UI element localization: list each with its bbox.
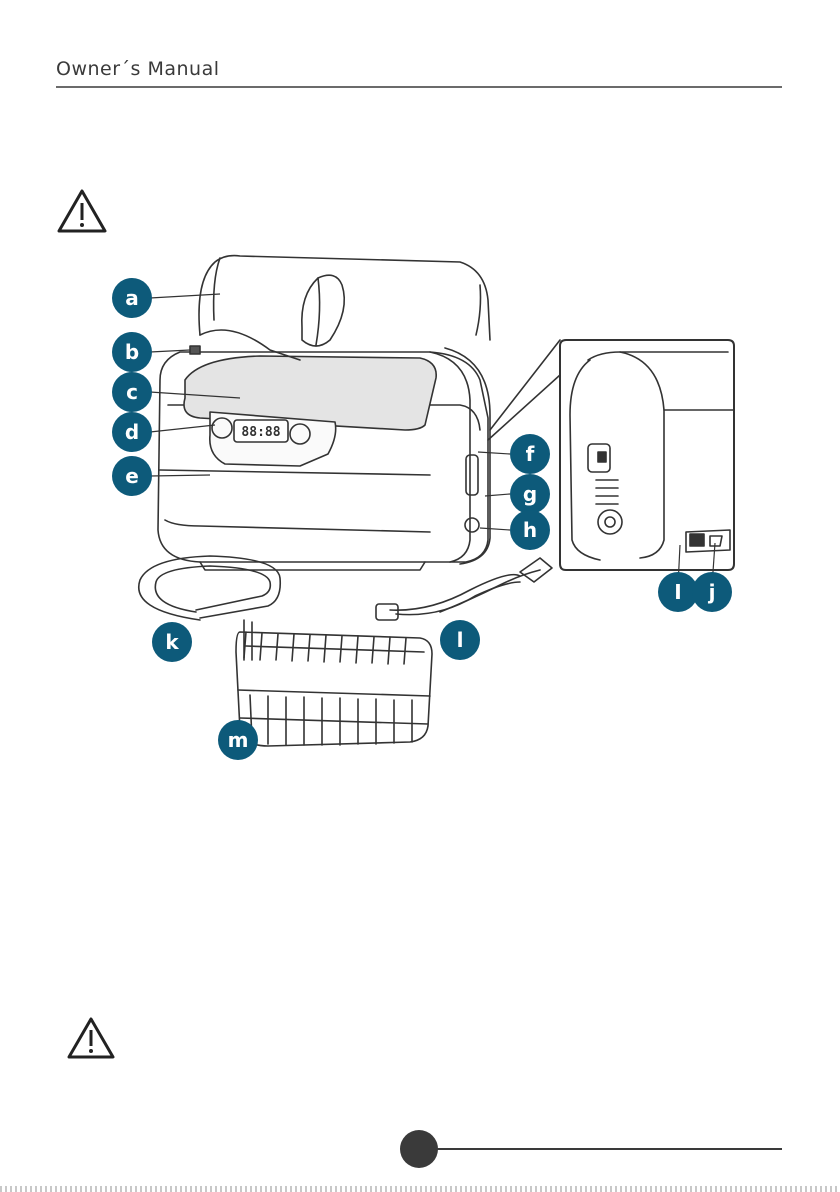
- bottom-edge: [0, 1186, 840, 1192]
- callout-k: k: [152, 622, 192, 662]
- callout-e: e: [112, 456, 152, 496]
- callout-d: d: [112, 412, 152, 452]
- svg-text:a: a: [125, 286, 139, 310]
- callout-j: j: [692, 572, 732, 612]
- lid: [199, 256, 490, 360]
- callout-h: h: [510, 510, 550, 550]
- page-title: Owner´s Manual: [56, 58, 220, 80]
- callout-l: l: [440, 620, 480, 660]
- display-readout: 88:88: [241, 425, 280, 440]
- svg-text:m: m: [228, 728, 249, 752]
- callout-b: b: [112, 332, 152, 372]
- footer-divider: [430, 1148, 782, 1150]
- svg-text:g: g: [523, 482, 537, 506]
- product-diagram: a b c d e f g h: [0, 240, 840, 780]
- svg-text:f: f: [526, 442, 535, 466]
- hose: [139, 556, 281, 620]
- svg-text:l: l: [457, 628, 464, 652]
- callout-c: c: [112, 372, 152, 412]
- svg-text:j: j: [708, 580, 716, 604]
- svg-text:d: d: [125, 420, 139, 444]
- callout-f: f: [510, 434, 550, 474]
- svg-text:e: e: [125, 464, 139, 488]
- header-divider: [56, 86, 782, 88]
- warning-triangle-icon: [56, 188, 108, 234]
- power-cord: [376, 558, 552, 620]
- svg-text:b: b: [125, 340, 139, 364]
- callout-a: a: [112, 278, 152, 318]
- warning-triangle-icon: [66, 1016, 116, 1060]
- svg-text:k: k: [165, 630, 179, 654]
- svg-text:I: I: [674, 580, 681, 604]
- callout-m: m: [218, 720, 258, 760]
- svg-text:c: c: [126, 380, 138, 404]
- callout-markers: a b c d e f g h: [112, 278, 732, 760]
- callout-g: g: [510, 474, 550, 514]
- svg-text:h: h: [523, 518, 537, 542]
- basket: [236, 620, 432, 746]
